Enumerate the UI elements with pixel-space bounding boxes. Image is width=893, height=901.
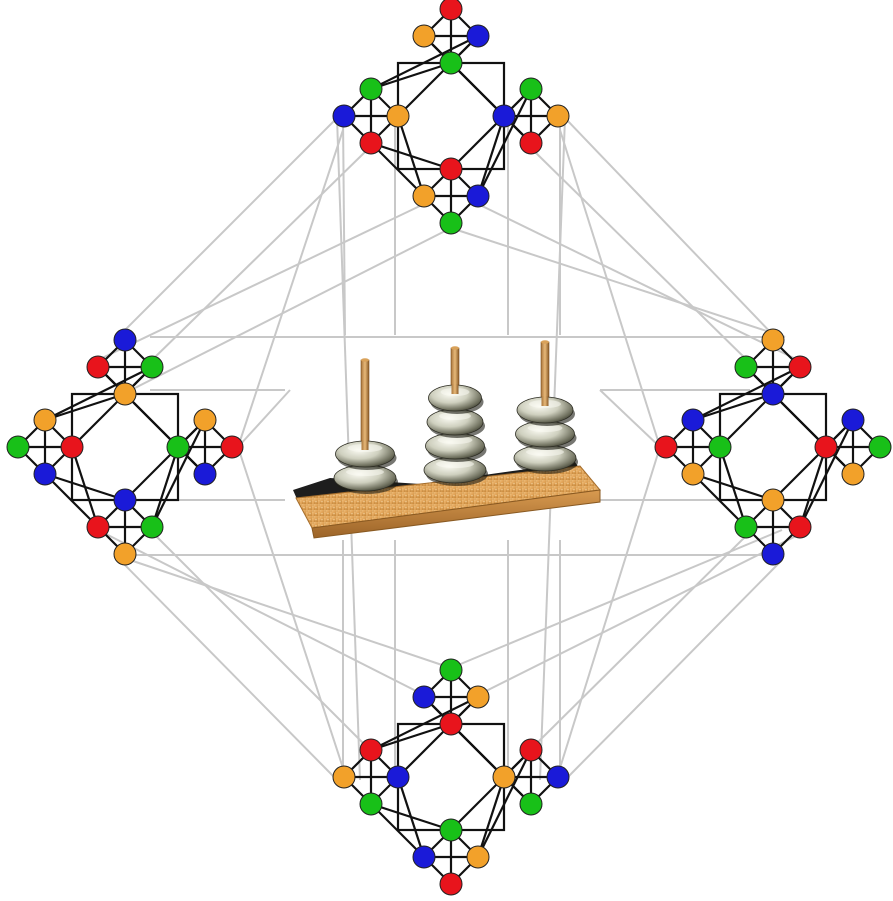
cluster-top-right-node-orange	[547, 105, 569, 127]
cluster-left-left-node-blue	[34, 463, 56, 485]
cluster-top-bottom-node-red	[440, 158, 462, 180]
cluster-right-top-node-red	[789, 356, 811, 378]
cluster-bottom-top-node-red	[440, 713, 462, 735]
peg-left-cap	[361, 358, 369, 362]
outer-edge-9	[478, 204, 808, 365]
cluster-left-right-node-red	[221, 436, 243, 458]
cluster-top-center-square	[398, 63, 504, 169]
cluster-right-right-node-green	[869, 436, 891, 458]
outer-edge-0	[118, 118, 337, 337]
cluster-right-left-node-orange	[682, 463, 704, 485]
cluster-bottom-right-node-blue	[547, 766, 569, 788]
cluster-top-left-node-red	[360, 132, 382, 154]
outer-edge-8	[451, 228, 785, 337]
cluster-left-left-node-green	[7, 436, 29, 458]
cluster-top-bottom-node-orange	[413, 185, 435, 207]
cluster-top-top-node-green	[440, 52, 462, 74]
peg-middle-front	[452, 384, 459, 394]
cluster-left-right-node-orange	[194, 409, 216, 431]
cluster-top-left-node-orange	[387, 105, 409, 127]
cluster-left-ring-edge-10	[98, 367, 178, 447]
cluster-right-left-node-blue	[682, 409, 704, 431]
cluster-left-top-node-green	[141, 356, 163, 378]
cluster-bottom-bottom-node-red	[440, 873, 462, 895]
cluster-bottom-top-node-green	[440, 659, 462, 681]
outer-edge-12	[118, 558, 337, 780]
cluster-top-right-node-blue	[493, 105, 515, 127]
cluster-bottom-top-node-blue	[413, 686, 435, 708]
outer-edge-18	[565, 560, 782, 780]
cluster-left-center-square	[72, 394, 178, 500]
cluster-right-bottom-node-green	[735, 516, 757, 538]
peg-left-front	[362, 440, 369, 450]
cluster-top-top-node-blue	[467, 25, 489, 47]
outer-edge-32	[238, 390, 290, 447]
cluster-left-top-node-orange	[114, 383, 136, 405]
cluster-bottom-bottom-node-orange	[467, 846, 489, 868]
outer-edge-26	[238, 130, 343, 447]
cluster-top-top-node-orange	[413, 25, 435, 47]
cluster-right-right-node-red	[815, 436, 837, 458]
cluster-right-left-node-green	[709, 436, 731, 458]
cluster-right-left-node-red	[655, 436, 677, 458]
cluster-bottom-left-node-orange	[333, 766, 355, 788]
cluster-bottom-left-node-green	[360, 793, 382, 815]
tower-of-hanoi-illustration	[293, 340, 600, 538]
peg-right-cap	[541, 340, 549, 344]
cluster-bottom-center-square	[398, 724, 504, 830]
outer-edge-19	[535, 530, 752, 745]
peg-middle-cap	[451, 346, 459, 350]
cluster-top-left-node-blue	[333, 105, 355, 127]
cluster-top-bottom-node-blue	[467, 185, 489, 207]
cluster-right-right-node-blue	[842, 409, 864, 431]
outer-edge-13	[150, 530, 365, 745]
cluster-bottom-bottom-node-green	[440, 819, 462, 841]
cluster-left-top-node-red	[87, 356, 109, 378]
cluster-left-left-node-orange	[34, 409, 56, 431]
cluster-left-right-node-blue	[194, 463, 216, 485]
outer-edge-2	[125, 228, 451, 393]
cluster-top-bottom-node-green	[440, 212, 462, 234]
cluster-bottom-right-node-red	[520, 739, 542, 761]
cluster-left-top-node-blue	[114, 329, 136, 351]
cluster-left-bottom-node-orange	[114, 543, 136, 565]
cluster-bottom-left-node-blue	[387, 766, 409, 788]
outer-edge-14	[130, 560, 451, 668]
cluster-bottom-right-node-green	[520, 793, 542, 815]
cluster-top-ring-edge-10	[424, 36, 504, 116]
cluster-right-ring-edge-10	[746, 367, 826, 447]
cluster-top-right-node-green	[520, 78, 542, 100]
peg-right-front	[542, 396, 549, 406]
cluster-left-bottom-node-green	[141, 516, 163, 538]
cluster-right-top-node-orange	[762, 329, 784, 351]
cluster-left-right-node-green	[167, 436, 189, 458]
cluster-top-left-node-green	[360, 78, 382, 100]
cluster-top-right-node-red	[520, 132, 542, 154]
cluster-left-bottom-node-blue	[114, 489, 136, 511]
cluster-right-bottom-node-blue	[762, 543, 784, 565]
cluster-right-right-node-orange	[842, 463, 864, 485]
outer-edge-20	[451, 530, 782, 668]
cluster-bottom-left-node-red	[360, 739, 382, 761]
cluster-bottom-ring-edge-10	[424, 697, 504, 777]
cluster-bottom-top-node-orange	[467, 686, 489, 708]
cluster-left-bottom-node-red	[87, 516, 109, 538]
cluster-right-bottom-node-orange	[762, 489, 784, 511]
cluster-right-top-node-green	[735, 356, 757, 378]
cluster-right-top-node-blue	[762, 383, 784, 405]
cluster-bottom-right-node-orange	[493, 766, 515, 788]
outer-edge-1	[150, 152, 365, 362]
cluster-top-top-node-red	[440, 0, 462, 20]
outer-edge-6	[565, 118, 775, 337]
cluster-left-left-node-red	[61, 436, 83, 458]
cluster-right-center-square	[720, 394, 826, 500]
outer-edge-7	[535, 152, 752, 365]
cluster-bottom-bottom-node-blue	[413, 846, 435, 868]
cluster-right-bottom-node-red	[789, 516, 811, 538]
